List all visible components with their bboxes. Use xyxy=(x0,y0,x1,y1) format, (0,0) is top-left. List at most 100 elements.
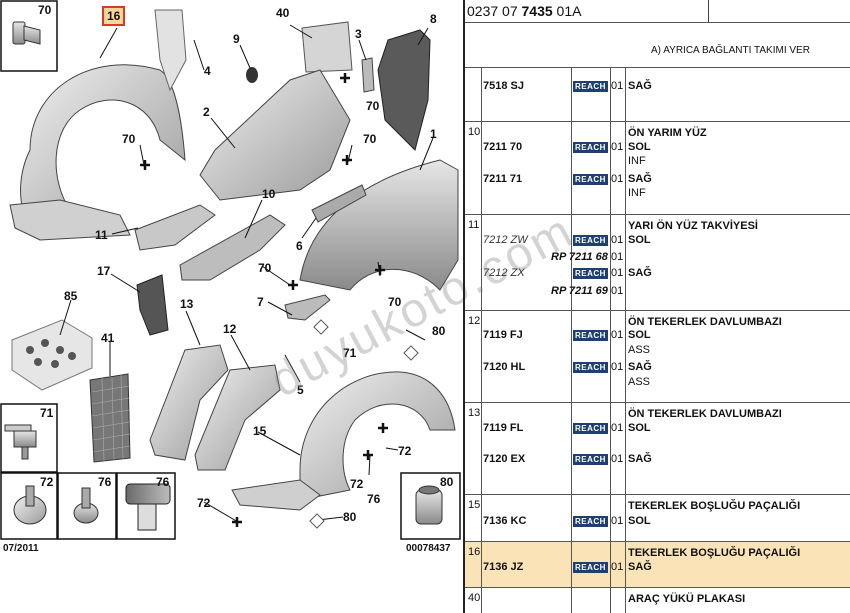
part-15-drawing xyxy=(299,371,456,501)
box-part-72 xyxy=(0,472,58,540)
ref-suffix: 01A xyxy=(552,3,582,19)
callout-41: 41 xyxy=(101,331,115,345)
callout-7: 7 xyxy=(257,295,264,309)
reach-badge: REACH xyxy=(573,174,608,185)
part-41-drawing xyxy=(89,373,131,463)
screw-72-drawing xyxy=(13,485,47,525)
replacement-part-number[interactable]: RP 7211 69 xyxy=(551,285,608,297)
callout-70-b: 70 xyxy=(366,99,380,113)
box-part-71 xyxy=(0,403,58,473)
quantity: 01 xyxy=(611,234,624,246)
section-number: 10 xyxy=(468,126,481,138)
part-description: INF xyxy=(628,155,646,167)
quantity: 01 xyxy=(611,267,624,279)
parts-diagram: 70 16 4 40 8 9 3 70 2 1 70 70 10 11 6 17… xyxy=(0,0,583,554)
part-number[interactable]: 7119 FJ xyxy=(483,329,523,341)
part-description: ÖN TEKERLEK DAVLUMBAZI xyxy=(628,408,782,420)
column-divider xyxy=(610,588,611,613)
reach-badge: REACH xyxy=(573,562,608,573)
callout-1: 1 xyxy=(430,127,437,141)
reach-badge: REACH xyxy=(573,423,608,434)
callout-70-c: 70 xyxy=(122,132,136,146)
reference-header: 0237 07 7435 01A xyxy=(465,0,850,23)
part-description: ASS xyxy=(628,344,651,356)
callout-76-clip-box: 76 xyxy=(156,475,170,489)
section-number: 13 xyxy=(468,407,481,419)
quantity: 01 xyxy=(611,80,624,92)
quantity: 01 xyxy=(611,561,624,573)
part-description: SAĞ xyxy=(628,80,652,92)
callout-72-c: 72 xyxy=(197,496,211,510)
callout-80: 80 xyxy=(432,324,446,338)
part-40-drawing xyxy=(301,21,353,73)
screw-70-drawing xyxy=(12,21,41,45)
part-number[interactable]: 7212 ZX xyxy=(483,267,525,279)
box-part-80 xyxy=(400,472,461,540)
part-description: YARI ÖN YÜZ TAKVİYESİ xyxy=(628,220,758,232)
column-divider xyxy=(625,68,626,122)
section-number: 15 xyxy=(468,499,481,511)
column-divider xyxy=(481,495,482,542)
callout-71-box: 71 xyxy=(40,406,54,420)
part-number[interactable]: 7136 KC xyxy=(483,515,527,527)
callout-10: 10 xyxy=(262,187,276,201)
part-3-drawing xyxy=(361,57,375,93)
callout-16-highlighted: 16 xyxy=(101,6,126,26)
column-divider xyxy=(610,68,611,122)
column-divider xyxy=(610,122,611,215)
part-number[interactable]: 7120 EX xyxy=(483,453,526,465)
callout-3: 3 xyxy=(355,27,362,41)
column-divider xyxy=(571,68,572,122)
part-number[interactable]: 7211 70 xyxy=(483,141,523,153)
part-description: SOL xyxy=(628,234,651,246)
nut-80-drawing xyxy=(415,485,443,525)
column-divider xyxy=(625,311,626,403)
part-description: ÖN TEKERLEK DAVLUMBAZI xyxy=(628,316,782,328)
reference-code: 0237 07 7435 01A xyxy=(467,3,581,19)
column-divider xyxy=(625,495,626,542)
part-number[interactable]: 7136 JZ xyxy=(483,561,524,573)
callout-76-b: 80 xyxy=(343,510,357,524)
part-number[interactable]: 7518 SJ xyxy=(483,80,524,92)
callout-17: 17 xyxy=(97,264,111,278)
quantity: 01 xyxy=(611,422,624,434)
callout-40: 40 xyxy=(276,6,290,20)
part-number[interactable]: 7119 FL xyxy=(483,422,524,434)
column-divider xyxy=(481,403,482,495)
column-divider xyxy=(571,122,572,215)
section-number: 40 xyxy=(468,592,481,604)
column-divider xyxy=(481,68,482,122)
column-divider xyxy=(481,215,482,311)
part-10-drawing xyxy=(179,214,286,281)
callout-11: 11 xyxy=(95,228,108,242)
column-divider xyxy=(610,311,611,403)
replacement-part-number[interactable]: RP 7211 68 xyxy=(551,251,608,263)
column-divider xyxy=(625,542,626,588)
quantity: 01 xyxy=(611,141,624,153)
part-17-drawing xyxy=(136,274,169,336)
callout-72-box: 72 xyxy=(40,475,54,489)
part-number[interactable]: 7120 HL xyxy=(483,361,526,373)
reach-badge: REACH xyxy=(573,516,608,527)
part-description: SAĞ xyxy=(628,361,652,373)
column-divider xyxy=(610,403,611,495)
part-11-drawing xyxy=(134,204,216,251)
column-divider xyxy=(571,311,572,403)
callout-5: 5 xyxy=(297,383,304,397)
part-description: INF xyxy=(628,187,646,199)
column-divider xyxy=(610,542,611,588)
part-number[interactable]: 7211 71 xyxy=(483,173,523,185)
part-1-drawing xyxy=(299,159,459,291)
callout-70-d: 70 xyxy=(363,132,377,146)
callout-12: 12 xyxy=(223,322,237,336)
part-description: TEKERLEK BOŞLUĞU PAÇALIĞI xyxy=(628,500,801,512)
quantity: 01 xyxy=(611,173,624,185)
part-number[interactable]: 7212 ZW xyxy=(483,234,528,246)
clip-76-drawing xyxy=(125,483,171,531)
box-part-73 xyxy=(57,472,117,540)
column-divider xyxy=(625,403,626,495)
